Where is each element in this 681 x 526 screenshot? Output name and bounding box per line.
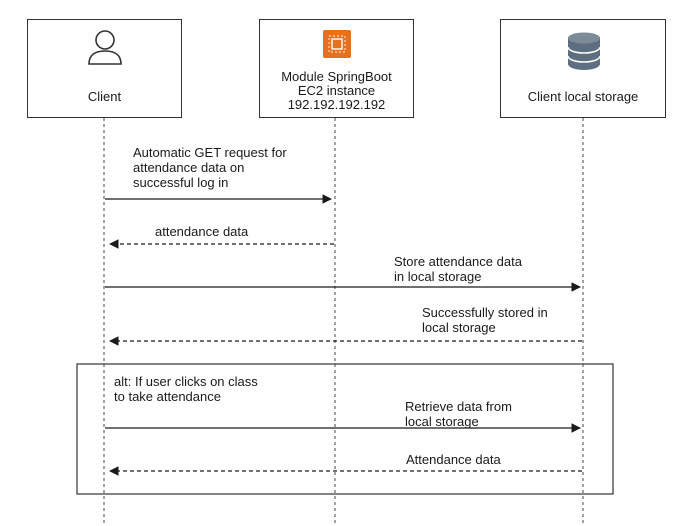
msg-stored-label: Successfully stored in local storage xyxy=(422,305,548,335)
msg-attendance-data-label: attendance data xyxy=(155,224,249,239)
database-icon xyxy=(567,32,601,70)
msg-store-label: Store attendance data in local storage xyxy=(394,254,522,284)
msg-get-request-label: Automatic GET request for attendance dat… xyxy=(133,145,287,190)
aws-ec2-icon xyxy=(323,30,351,58)
msg-attendance-return-label: Attendance data xyxy=(406,452,501,467)
client-label: Client xyxy=(87,89,122,104)
storage-label: Client local storage xyxy=(527,89,639,104)
storage-participant: Client local storage xyxy=(500,19,666,118)
alt-frame-label: alt: If user clicks on class to take att… xyxy=(114,374,258,404)
server-label: Module SpringBoot EC2 instance 192.192.1… xyxy=(281,69,392,112)
alt-frame xyxy=(76,363,614,495)
user-icon xyxy=(88,30,122,65)
msg-retrieve-label: Retrieve data from local storage xyxy=(405,399,512,429)
server-participant: Module SpringBoot EC2 instance 192.192.1… xyxy=(259,19,414,118)
client-participant: Client xyxy=(27,19,182,118)
